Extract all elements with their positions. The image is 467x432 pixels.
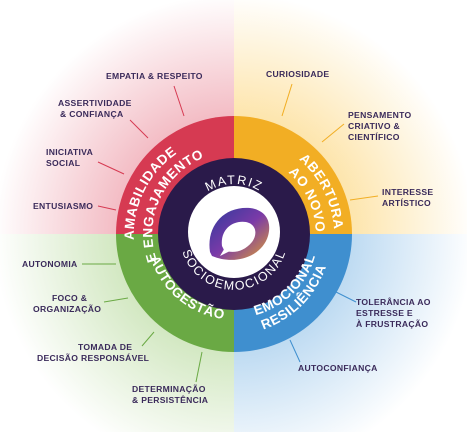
leader-lines [82, 83, 379, 383]
svg-text:CIENTÍFICO: CIENTÍFICO [348, 132, 400, 142]
label-determinacao: DETERMINAÇÃO & PERSISTÊNCIA [132, 384, 208, 405]
svg-text:INICIATIVA: INICIATIVA [46, 147, 93, 157]
label-pensamento: PENSAMENTO CRIATIVO & CIENTÍFICO [348, 110, 411, 142]
label-empatia: EMPATIA & RESPEITO [106, 71, 203, 81]
label-tomada: TOMADA DE DECISÃO RESPONSÁVEL [37, 342, 149, 363]
svg-text:PENSAMENTO: PENSAMENTO [348, 110, 411, 120]
svg-text:ARTÍSTICO: ARTÍSTICO [382, 198, 431, 208]
svg-text:ASSERTIVIDADE: ASSERTIVIDADE [58, 98, 132, 108]
svg-text:DETERMINAÇÃO: DETERMINAÇÃO [132, 384, 206, 394]
label-foco: FOCO & ORGANIZAÇÃO [33, 293, 101, 314]
label-interesse: INTERESSE ARTÍSTICO [382, 187, 433, 208]
svg-text:ORGANIZAÇÃO: ORGANIZAÇÃO [33, 304, 101, 314]
svg-text:CRIATIVO &: CRIATIVO & [348, 121, 400, 131]
matriz-logo-icon [209, 207, 270, 260]
label-assertividade: ASSERTIVIDADE & CONFIANÇA [58, 98, 132, 119]
svg-text:& CONFIANÇA: & CONFIANÇA [60, 109, 123, 119]
svg-text:ESTRESSE E: ESTRESSE E [356, 308, 413, 318]
svg-text:DECISÃO RESPONSÁVEL: DECISÃO RESPONSÁVEL [37, 353, 149, 363]
svg-text:INTERESSE: INTERESSE [382, 187, 433, 197]
svg-text:& PERSISTÊNCIA: & PERSISTÊNCIA [132, 394, 208, 405]
label-curiosidade: CURIOSIDADE [266, 69, 329, 79]
svg-text:SOCIAL: SOCIAL [46, 158, 80, 168]
label-iniciativa: INICIATIVA SOCIAL [46, 147, 93, 168]
label-autoconfianca: AUTOCONFIANÇA [298, 363, 378, 373]
label-entusiasmo: ENTUSIASMO [33, 201, 93, 211]
svg-text:TOLERÂNCIA AO: TOLERÂNCIA AO [356, 296, 431, 307]
label-tolerancia: TOLERÂNCIA AO ESTRESSE E À FRUSTRAÇÃO [356, 296, 431, 329]
svg-text:À FRUSTRAÇÃO: À FRUSTRAÇÃO [356, 319, 428, 329]
label-autonomia: AUTONOMIA [22, 259, 78, 269]
svg-text:FOCO &: FOCO & [52, 293, 87, 303]
svg-text:TOMADA DE: TOMADA DE [78, 342, 132, 352]
